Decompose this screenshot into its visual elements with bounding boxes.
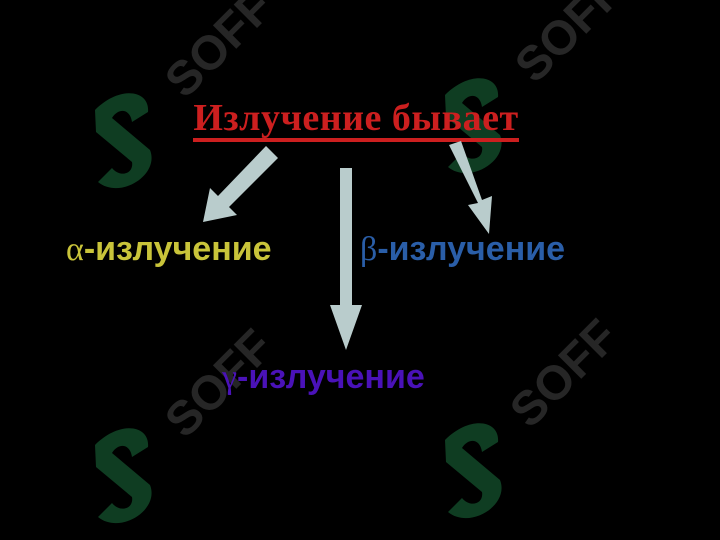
arrow-to-beta bbox=[449, 141, 492, 234]
title-container: Излучение бывает bbox=[0, 96, 712, 142]
arrow-to-gamma bbox=[330, 168, 362, 350]
watermark-logo-icon bbox=[445, 423, 502, 519]
watermark-logo-icon bbox=[95, 93, 152, 189]
watermark-logo-icon bbox=[445, 78, 502, 174]
diagram-title: Излучение бывает bbox=[193, 98, 519, 142]
alpha-radiation-label: α-излучение bbox=[66, 230, 272, 269]
beta-radiation-label: β-излучение bbox=[360, 230, 565, 269]
gamma-text: -излучение bbox=[237, 358, 425, 396]
beta-text: -излучение bbox=[377, 230, 566, 268]
alpha-symbol: α bbox=[66, 231, 84, 268]
beta-symbol: β bbox=[360, 231, 378, 268]
alpha-text: -излучение bbox=[83, 230, 272, 268]
watermark-logo-icon bbox=[95, 428, 152, 524]
arrow-to-alpha bbox=[203, 146, 278, 222]
gamma-symbol: γ bbox=[222, 359, 238, 396]
gamma-radiation-label: γ-излучение bbox=[222, 358, 425, 397]
